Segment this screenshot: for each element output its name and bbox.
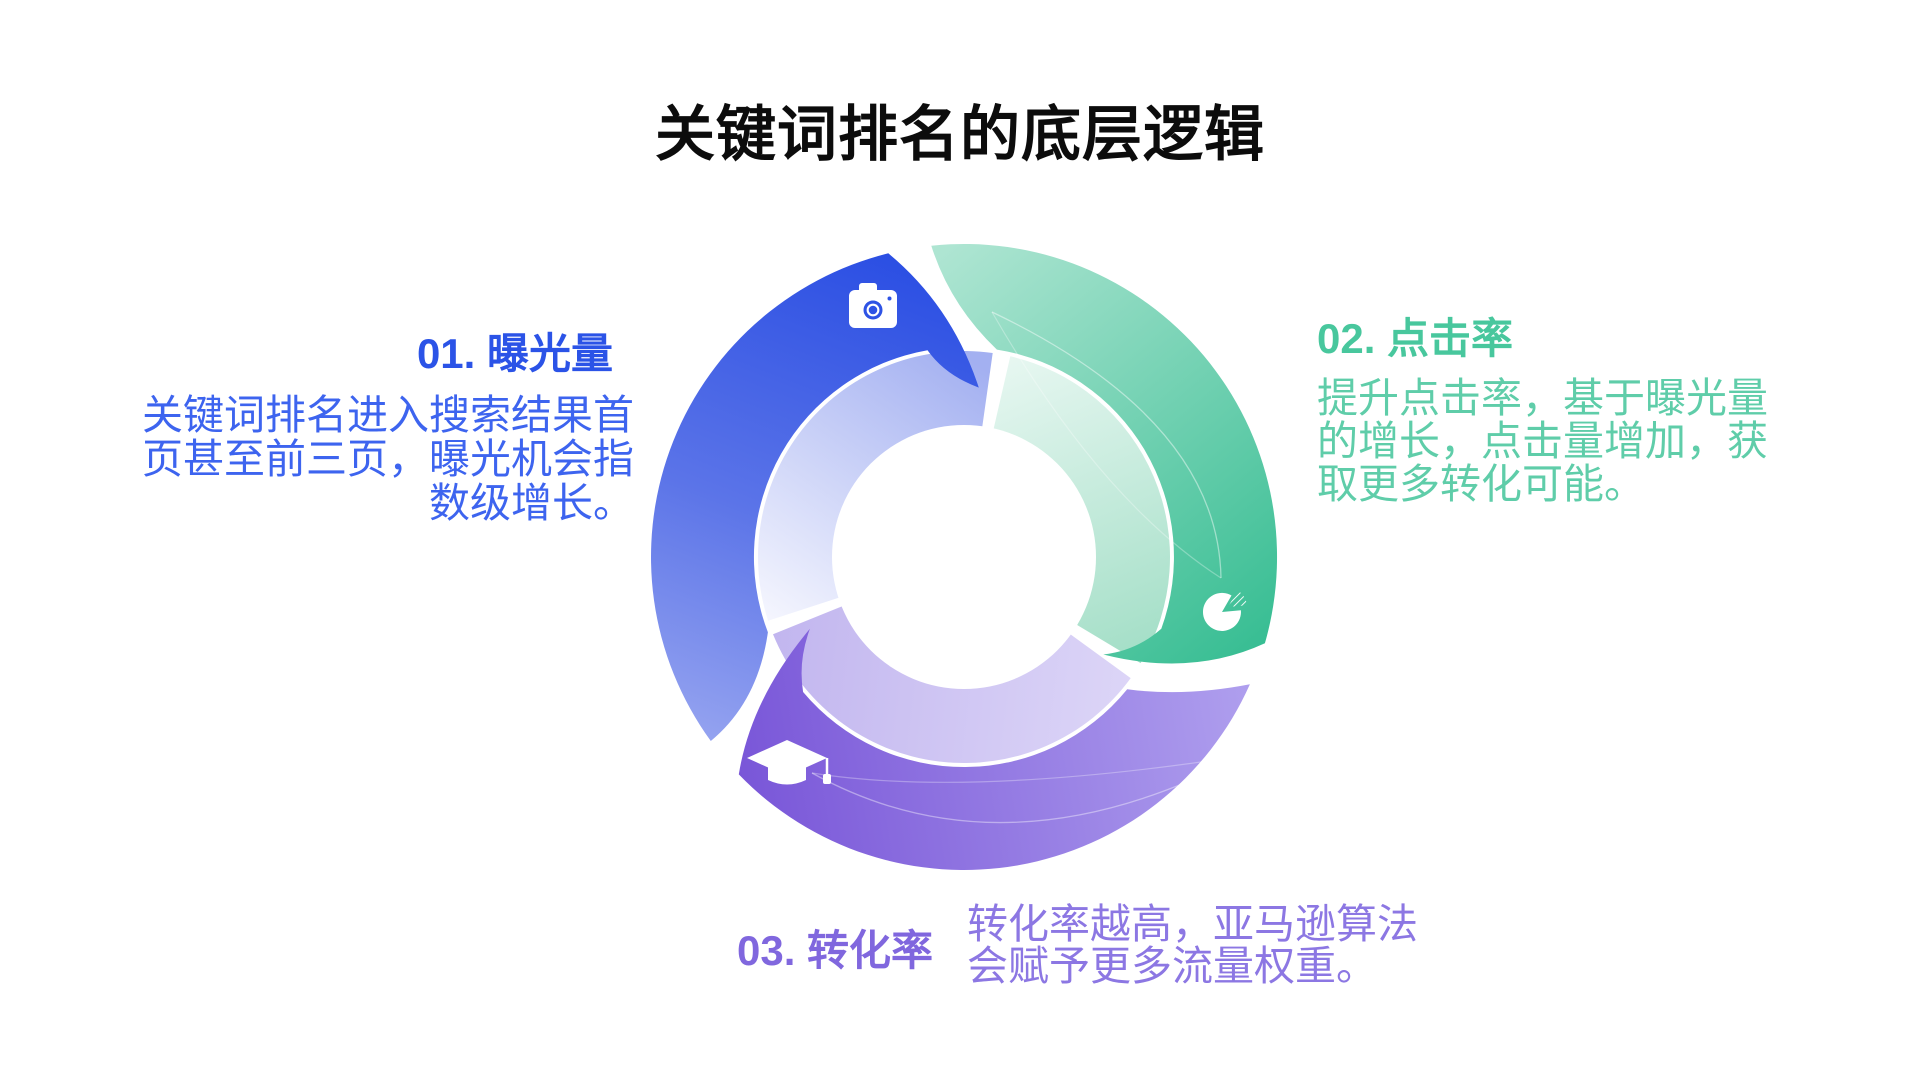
ctr-inner-arc [993,356,1171,664]
body-line: 页甚至前三页，曝光机会指 [142,436,634,482]
step-body-ctr: 提升点击率，基于曝光量 的增长，点击量增加，获 取更多转化可能。 [1317,377,1837,506]
cvr-inner-arc [773,606,1131,764]
decorative-lines [811,311,1243,824]
step-block-ctr: 02. 点击率 提升点击率，基于曝光量 的增长，点击量增加，获 取更多转化可能。 [1317,317,1837,506]
ctr-segment [931,243,1278,664]
exposure-segment [651,253,979,742]
page-title: 关键词排名的底层逻辑 [655,101,1265,168]
exposure-inner-arc [758,350,993,621]
pie-chart-icon [1202,590,1247,631]
step-body-exposure: 关键词排名进入搜索结果首 页甚至前三页，曝光机会指 数级增长。 [120,393,634,525]
step-heading-exposure: 01. 曝光量 [416,330,613,377]
step-heading-ctr: 02. 点击率 [1317,315,1514,362]
body-line: 会赋予更多流量权重。 [967,943,1377,989]
donut-center [832,425,1096,689]
body-line: 数级增长。 [429,480,634,526]
body-line: 取更多转化可能。 [1317,461,1645,507]
body-line: 关键词排名进入搜索结果首 [142,392,634,438]
step-body-cvr: 转化率越高，亚马逊算法 会赋予更多流量权重。 [967,903,1447,987]
body-line: 提升点击率，基于曝光量 [1317,375,1768,421]
body-line: 转化率越高，亚马逊算法 [967,901,1418,947]
step-heading-cvr: 03. 转化率 [737,927,934,974]
cvr-segment [738,628,1250,870]
step-block-exposure: 01. 曝光量 关键词排名进入搜索结果首 页甚至前三页，曝光机会指 数级增长。 [120,330,634,526]
camera-icon [849,283,897,328]
graduation-cap-icon [747,740,831,785]
body-line: 的增长，点击量增加，获 [1317,418,1768,464]
